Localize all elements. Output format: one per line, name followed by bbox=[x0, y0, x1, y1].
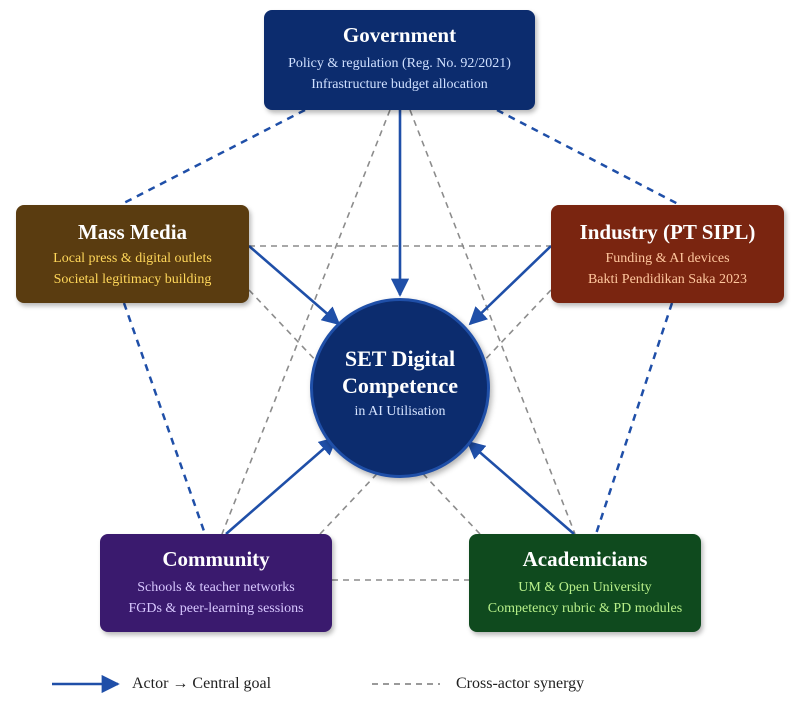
academicians-title: Academicians bbox=[522, 547, 648, 571]
node-academicians: Academicians UM & Open University Compet… bbox=[469, 534, 701, 632]
node-community: Community Schools & teacher networks FGD… bbox=[100, 534, 332, 632]
mass-media-title: Mass Media bbox=[77, 220, 188, 244]
mass-media-line-1: Local press & digital outlets bbox=[53, 251, 212, 266]
central-goal-subtitle: in AI Utilisation bbox=[354, 404, 446, 419]
link-government-media bbox=[119, 108, 306, 207]
central-goal-title-line-1: SET Digital bbox=[344, 346, 456, 371]
community-line-1: Schools & teacher networks bbox=[137, 580, 295, 595]
link-industry-academicians bbox=[594, 302, 674, 535]
central-goal-title-line-2: Competence bbox=[341, 373, 459, 398]
academicians-line-1: UM & Open University bbox=[518, 580, 652, 595]
legend: Actor → Central goal Cross-actor synergy bbox=[0, 666, 800, 702]
legend-arrow-label: Actor → Central goal bbox=[132, 675, 272, 692]
link-media-community bbox=[122, 302, 207, 535]
node-government: Government Policy & regulation (Reg. No.… bbox=[264, 10, 535, 110]
arrow-industry-center bbox=[468, 245, 552, 326]
academicians-line-2: Competency rubric & PD modules bbox=[487, 601, 683, 616]
industry-line-2: Bakti Pendidikan Saka 2023 bbox=[587, 272, 748, 287]
government-line-1: Policy & regulation (Reg. No. 92/2021) bbox=[288, 56, 511, 71]
arrow-academicians-center bbox=[466, 440, 575, 535]
mass-media-line-2: Societal legitimacy building bbox=[53, 272, 212, 287]
node-industry: Industry (PT SIPL) Funding & AI devices … bbox=[551, 205, 784, 303]
community-line-2: FGDs & peer-learning sessions bbox=[128, 601, 304, 616]
node-mass-media: Mass Media Local press & digital outlets… bbox=[16, 205, 249, 303]
legend-symbols bbox=[52, 674, 440, 694]
synergy-government-academicians bbox=[409, 109, 576, 535]
industry-title: Industry (PT SIPL) bbox=[579, 220, 756, 244]
link-government-industry bbox=[496, 108, 681, 207]
industry-line-1: Funding & AI devices bbox=[605, 251, 730, 266]
community-title: Community bbox=[162, 547, 270, 571]
arrow-media-center bbox=[248, 245, 341, 326]
government-line-2: Infrastructure budget allocation bbox=[311, 77, 488, 92]
government-title: Government bbox=[342, 23, 457, 47]
arrow-community-center bbox=[225, 436, 338, 535]
central-goal-circle: SET Digital Competence in AI Utilisation bbox=[310, 298, 490, 478]
legend-dashed-label: Cross-actor synergy bbox=[456, 675, 585, 692]
